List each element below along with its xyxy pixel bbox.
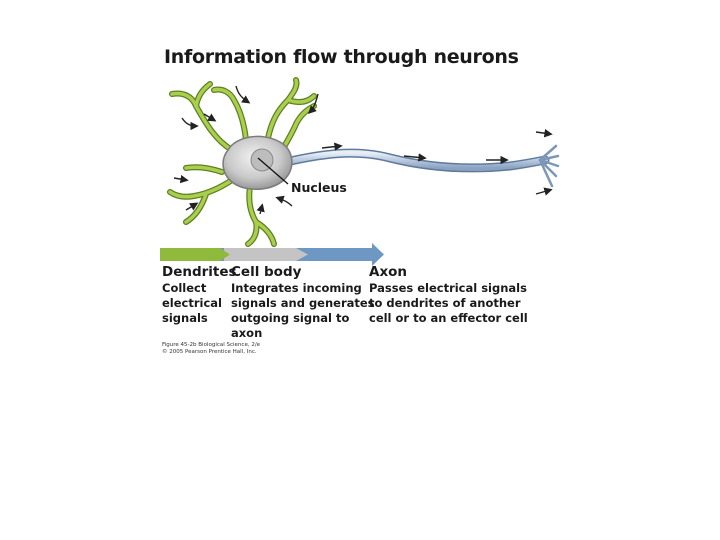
cell-body-line: outgoing signal to [231, 311, 350, 325]
axon-line: cell or to an effector cell [369, 311, 528, 325]
nucleus-label: Nucleus [291, 180, 347, 195]
axon-bar-tip [372, 243, 384, 266]
axon-line: Passes electrical signals [369, 281, 527, 295]
dendrites-line: electrical [162, 296, 222, 310]
axon-description: Passes electrical signals to dendrites o… [369, 281, 528, 326]
dendrites-line: Collect [162, 281, 207, 295]
cell-body-description: Integrates incoming signals and generate… [231, 281, 375, 341]
cell-body-line: Integrates incoming [231, 281, 362, 295]
dendrites-bar [160, 248, 230, 261]
dendrites-line: signals [162, 311, 208, 325]
flow-bar [160, 243, 384, 266]
dendrites-heading: Dendrites [162, 264, 237, 280]
cell-body-line: signals and generates [231, 296, 375, 310]
dendrites-description: Collect electrical signals [162, 281, 222, 326]
axon-line: to dendrites of another [369, 296, 521, 310]
figure-credit: Figure 45-2b Biological Science, 2/e © 2… [162, 342, 260, 356]
cell-body-heading: Cell body [231, 264, 302, 280]
axon [281, 144, 560, 188]
credit-line: © 2005 Pearson Prentice Hall, Inc. [162, 349, 257, 355]
credit-line: Figure 45-2b Biological Science, 2/e [162, 342, 261, 348]
axon-heading: Axon [369, 264, 408, 280]
cell-body-bar [224, 248, 308, 261]
cell-body [222, 135, 293, 190]
nucleus-pointer-line [257, 157, 289, 185]
diagram-title: Information flow through neurons [164, 46, 519, 68]
cell-body-line: axon [231, 326, 263, 340]
flow-arrows [173, 85, 553, 215]
